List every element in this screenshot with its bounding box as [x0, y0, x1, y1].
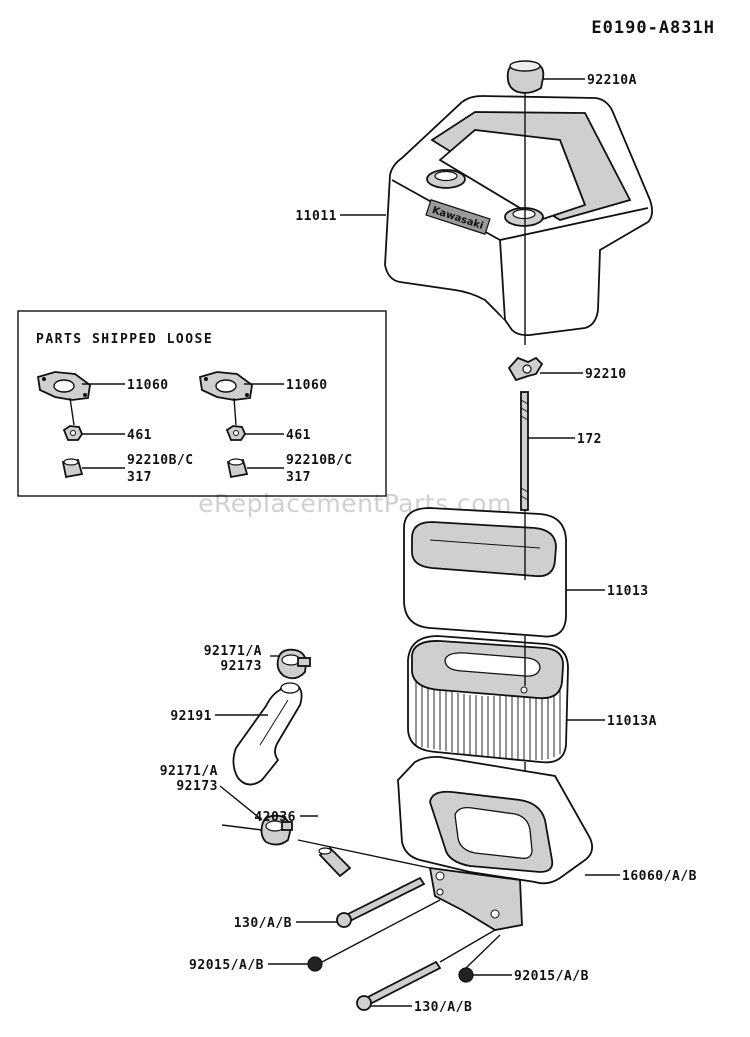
label-loose-nut-left: 461 [127, 428, 152, 443]
loose-nut-right [225, 425, 247, 441]
label-clamp-top-b: 92173 [220, 659, 262, 674]
cover-part: Kawasaki [384, 95, 653, 337]
loose-parts-title: PARTS SHIPPED LOOSE [36, 332, 213, 347]
stud-part [520, 391, 529, 511]
base-part [397, 755, 594, 931]
label-cover: 11011 [295, 209, 337, 224]
label-loose-part-b-right: 317 [286, 470, 311, 485]
clamp-top-part [276, 648, 311, 680]
label-bolt-upper: 130/A/B [234, 916, 292, 931]
nut-right-part [458, 967, 474, 983]
label-nut-left: 92015/A/B [189, 958, 264, 973]
pre-cleaner-part [403, 507, 567, 638]
loose-collar-left [61, 458, 84, 479]
label-loose-part-a-left: 92210B/C [127, 453, 194, 468]
label-loose-nut-right: 461 [286, 428, 311, 443]
loose-parts-box: PARTS SHIPPED LOOSE 11060 461 92210B/C 3… [17, 310, 387, 497]
label-loose-part-a-right: 92210B/C [286, 453, 353, 468]
loose-gasket-right [198, 371, 253, 401]
label-loose-part-b-left: 317 [127, 470, 152, 485]
filter-element-part [407, 635, 569, 764]
label-clamp-top-a: 92171/A [204, 644, 262, 659]
label-bolt-lower: 130/A/B [414, 1000, 472, 1015]
label-knob: 92210A [587, 73, 637, 88]
label-wing-nut: 92210 [585, 367, 627, 382]
fitting-part [318, 846, 352, 878]
label-hose: 92191 [170, 709, 212, 724]
loose-nut-left [62, 425, 84, 441]
label-filter-element: 11013A [607, 714, 657, 729]
wing-nut-part [507, 356, 544, 382]
loose-gasket-left [36, 371, 91, 401]
label-pre-cleaner: 11013 [607, 584, 649, 599]
loose-parts-frame [17, 310, 387, 497]
bolt-upper-part [336, 876, 426, 928]
label-clamp-bottom-a: 92171/A [160, 764, 218, 779]
nut-left-part [307, 956, 323, 972]
label-loose-gasket-right: 11060 [286, 378, 328, 393]
label-stud: 172 [577, 432, 602, 447]
label-base: 16060/A/B [622, 869, 697, 884]
label-loose-gasket-left: 11060 [127, 378, 169, 393]
diagram-code: E0190-A831H [591, 18, 715, 38]
label-nut-right: 92015/A/B [514, 969, 589, 984]
knob-part [506, 60, 545, 94]
bolt-lower-part [356, 960, 442, 1011]
loose-collar-right [226, 458, 249, 479]
label-fitting: 42036 [254, 810, 296, 825]
label-clamp-bottom-b: 92173 [176, 779, 218, 794]
clamp-bottom-part [260, 814, 293, 846]
hose-part [232, 682, 303, 786]
